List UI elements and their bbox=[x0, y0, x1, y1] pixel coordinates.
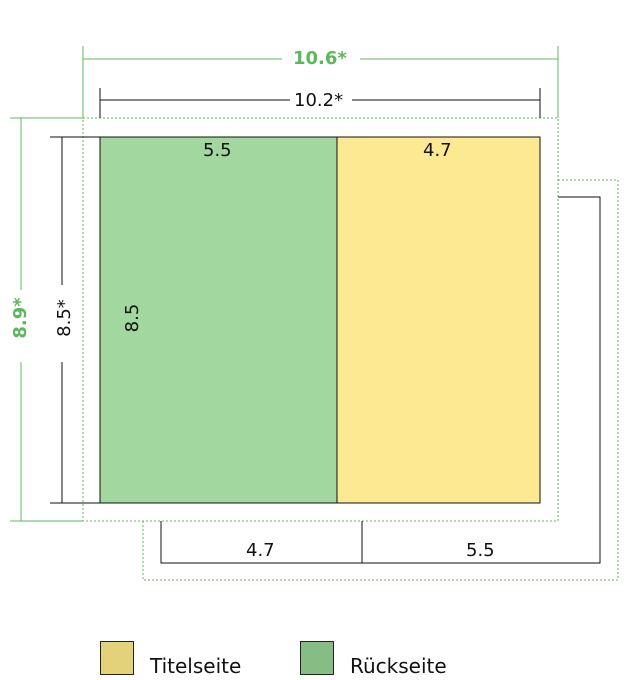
back-outline-frame bbox=[160, 196, 601, 564]
front-panel bbox=[336, 136, 541, 504]
inner-width-label: 10.2* bbox=[294, 90, 344, 111]
front-panel-top-width: 4.7 bbox=[423, 140, 452, 161]
legend-back-label: Rückseite bbox=[350, 654, 447, 678]
legend-front-swatch bbox=[100, 641, 134, 675]
bottom-left-width: 4.7 bbox=[246, 540, 275, 561]
back-bleed-frame bbox=[142, 179, 619, 581]
back-panel-top-width: 5.5 bbox=[203, 140, 232, 161]
outer-height-label: 8.9* bbox=[10, 297, 31, 339]
legend-front-label: Titelseite bbox=[150, 654, 242, 678]
back-panel bbox=[99, 136, 338, 504]
outer-width-label: 10.6* bbox=[293, 48, 347, 69]
legend-back-swatch bbox=[300, 641, 334, 675]
outer-bleed-frame bbox=[82, 117, 559, 522]
inner-height-label: 8.5* bbox=[54, 299, 75, 337]
back-panel-height-label: 8.5 bbox=[122, 303, 143, 333]
bottom-right-width: 5.5 bbox=[466, 540, 495, 561]
